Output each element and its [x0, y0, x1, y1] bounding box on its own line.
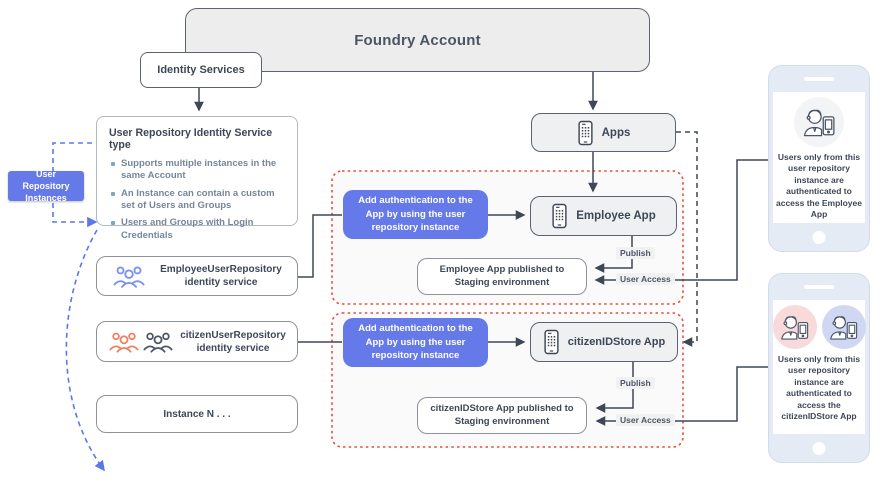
phone-screen: Users only from this user repository ins…: [773, 92, 865, 223]
instance-n-label: Instance N . . .: [163, 408, 231, 420]
bullet-item: An Instance can contain a custom set of …: [109, 188, 287, 213]
bullet-text: An Instance can contain a custom set of …: [121, 187, 275, 212]
publish-label: Publish: [616, 247, 655, 259]
user-group-icon: [109, 332, 139, 353]
citizen-users-phone: Users only from this user repository ins…: [768, 273, 870, 463]
connector-employeerepo-to-addauth: [298, 214, 342, 278]
bullet-marker: [111, 221, 115, 226]
add-auth-citizen-label: Add authentication to the App by using t…: [358, 322, 473, 362]
bullet-item: Supports multiple instances in the same …: [109, 158, 287, 183]
phone-home-button: [812, 442, 826, 455]
identity-services-box: Identity Services: [140, 52, 262, 88]
citizen-app-box: citizenIDStore App: [530, 322, 678, 362]
add-auth-employee-box: Add authentication to the App by using t…: [343, 190, 488, 239]
connector-instances-curve: [65, 229, 105, 472]
employee-app-label: Employee App: [576, 210, 656, 222]
instance-n-box: Instance N . . .: [96, 395, 298, 433]
citizen-published-label: citizenIDStore App published to Staging …: [430, 403, 574, 427]
phone-speaker: [804, 285, 834, 289]
user-repo-instances-tag: User Repository Instances: [8, 168, 84, 204]
smartphone-icon: [578, 120, 593, 145]
smartphone-icon: [544, 329, 559, 355]
foundry-account-label: Foundry Account: [354, 31, 481, 49]
person-with-phone-icon: [830, 316, 858, 340]
apps-box: Apps: [531, 113, 676, 152]
user-access-label: User Access: [616, 414, 675, 426]
connector-employeeapp-publish: [594, 236, 633, 273]
person-with-phone-icon: [803, 109, 835, 137]
bullet-item: Users and Groups with Login Credentials: [109, 217, 287, 242]
employee-phone-text: Users only from this user repository ins…: [776, 152, 862, 219]
employee-app-box: Employee App: [530, 196, 677, 236]
user-group-icon: [143, 332, 173, 353]
avatar-row: [772, 305, 866, 349]
phone-speaker: [804, 77, 834, 81]
employee-user-repository-label: EmployeeUserRepository identity service: [160, 264, 282, 288]
employee-published-label: Employee App published to Staging enviro…: [439, 264, 565, 288]
bullet-marker: [111, 162, 115, 166]
avatar: [772, 305, 817, 349]
user-group-icon: [113, 266, 145, 288]
bullet-text: Supports multiple instances in the same …: [121, 158, 277, 182]
bullet-text: Users and Groups with Login Credentials: [121, 217, 254, 241]
avatar: [821, 305, 866, 349]
citizen-published-box: citizenIDStore App published to Staging …: [417, 397, 587, 434]
add-auth-employee-label: Add authentication to the App by using t…: [358, 194, 473, 234]
person-with-phone-icon: [781, 316, 809, 340]
identity-services-label: Identity Services: [157, 64, 245, 76]
citizen-app-label: citizenIDStore App: [567, 336, 666, 348]
foundry-account-box: Foundry Account: [185, 8, 650, 72]
user-repo-type-title: User Repository Identity Service type: [109, 127, 273, 151]
add-auth-citizen-box: Add authentication to the App by using t…: [343, 318, 488, 367]
connector-apps-to-citizenapp-dashed: [676, 131, 698, 347]
bullet-marker: [111, 191, 115, 196]
citizen-phone-text: Users only from this user repository ins…: [777, 354, 861, 421]
phone-home-button: [812, 231, 826, 244]
user-access-label: User Access: [616, 273, 675, 285]
smartphone-icon: [552, 203, 567, 229]
phone-screen: Users only from this user repository ins…: [772, 300, 866, 434]
connector-instances-bracket: [52, 142, 98, 228]
citizen-user-repository-box: citizenUserRepository identity service: [96, 321, 298, 362]
employee-users-phone: Users only from this user repository ins…: [768, 65, 870, 252]
citizen-user-repository-label: citizenUserRepository identity service: [180, 329, 286, 354]
employee-published-box: Employee App published to Staging enviro…: [417, 258, 587, 295]
apps-label: Apps: [601, 126, 631, 139]
publish-label: Publish: [616, 377, 655, 389]
user-repo-instances-label: User Repository Instances: [22, 168, 70, 204]
employee-user-repository-box: EmployeeUserRepository identity service: [96, 256, 298, 296]
avatar: [794, 97, 844, 147]
user-repo-type-box: User Repository Identity Service type Su…: [96, 116, 298, 241]
